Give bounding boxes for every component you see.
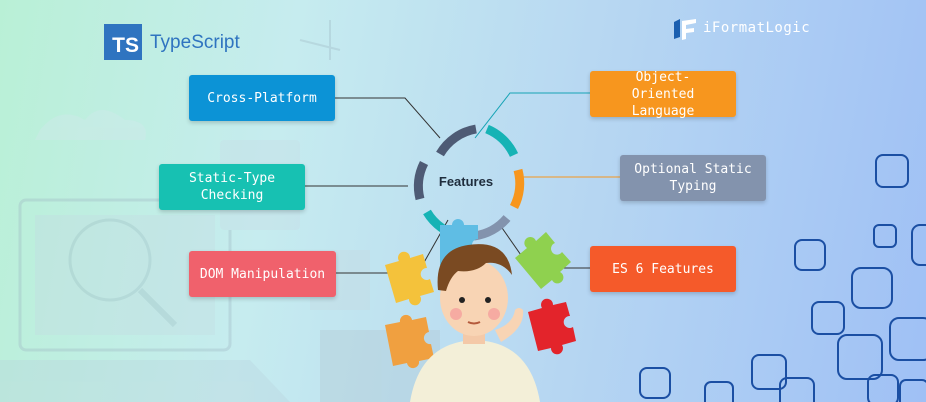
brand-name: iFormatLogic — [703, 20, 811, 36]
thinking-person-illustration — [410, 244, 540, 402]
feature-cross-platform: Cross-Platform — [189, 75, 335, 121]
typescript-logo-badge: TS — [104, 24, 142, 60]
typescript-logo-name: TypeScript — [150, 32, 240, 53]
puzzle-green-icon — [515, 232, 571, 289]
feature-optional-static-typing: Optional Static Typing — [620, 155, 766, 201]
feature-static-type-checking: Static-Type Checking — [159, 164, 305, 210]
puzzle-red-icon — [528, 298, 576, 355]
connector-cross-platform — [335, 97, 441, 139]
puzzle-orange-icon — [385, 314, 434, 369]
puzzle-pieces — [385, 219, 576, 369]
decorative-squares — [639, 154, 926, 402]
feature-object-oriented-language: Object-Oriented Language — [590, 70, 736, 119]
puzzle-yellow-icon — [385, 251, 434, 306]
feature-es6: ES 6 Features — [590, 246, 736, 292]
iformatlogic-logo-icon — [674, 19, 696, 40]
connector-object-oriented — [474, 92, 590, 139]
features-hub-label: Features — [438, 174, 494, 189]
feature-dom-manipulation: DOM Manipulation — [189, 251, 336, 297]
